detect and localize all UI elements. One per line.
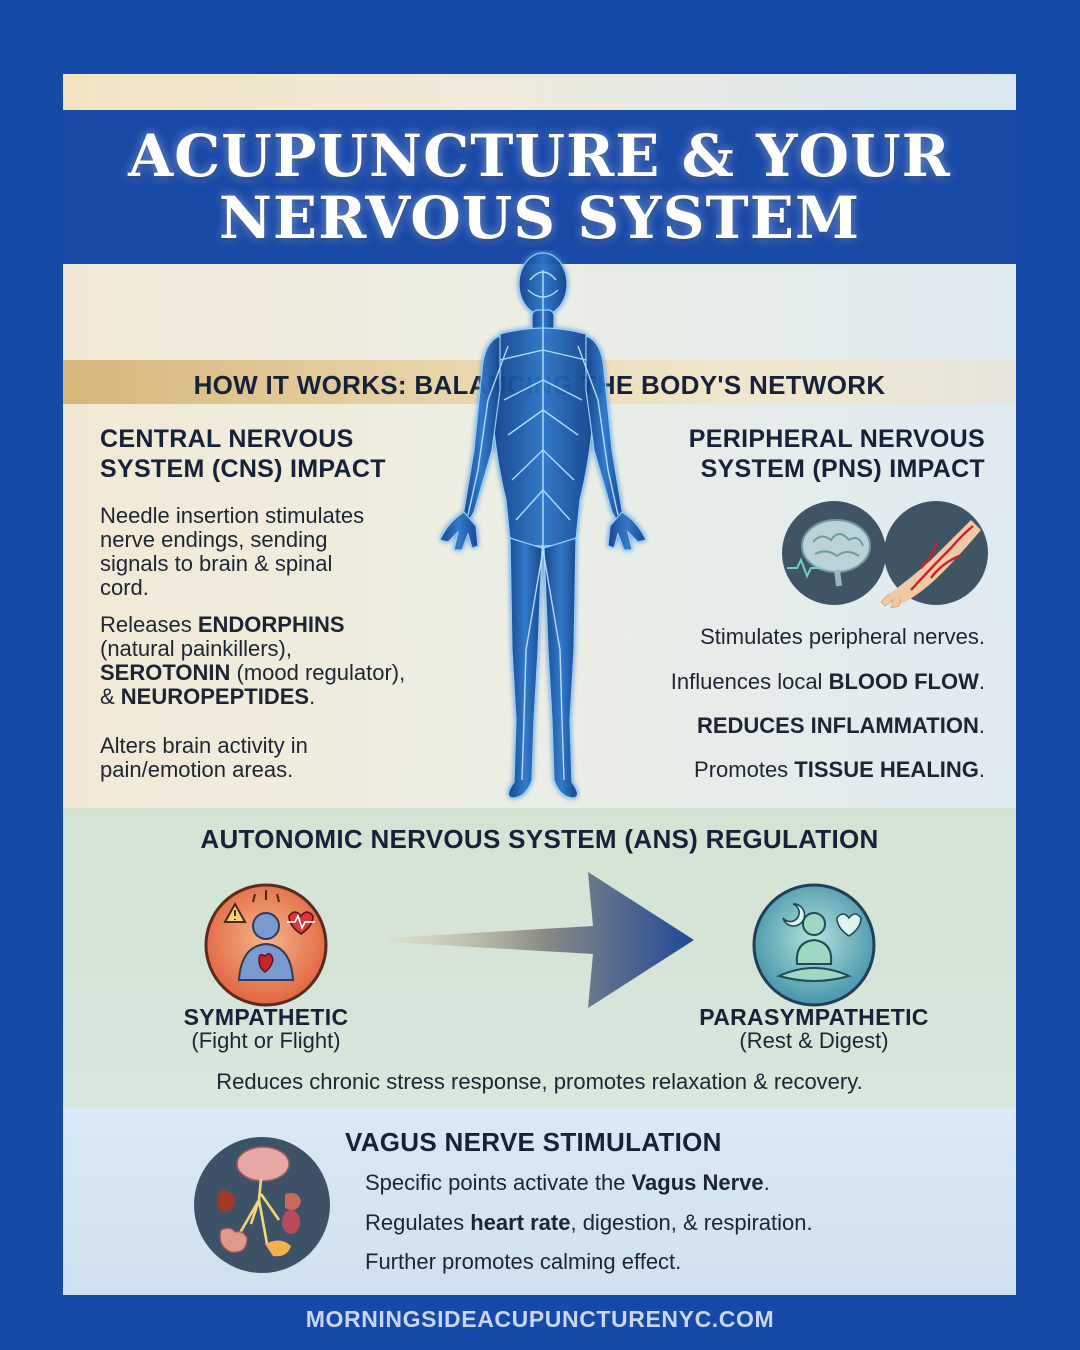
sympathetic-label: SYMPATHETIC (183, 1004, 349, 1030)
vagus-heading: VAGUS NERVE STIMULATION (345, 1127, 722, 1157)
tissue-healing-term: TISSUE HEALING (794, 757, 979, 782)
vagus-item-3: Further promotes calming effect. (365, 1249, 682, 1274)
pns-item-2-text: . (978, 669, 985, 694)
serotonin-term: SEROTONIN (100, 660, 231, 685)
endorphins-term: ENDORPHINS (197, 612, 345, 637)
cns-p2-text: Releases (100, 612, 198, 637)
brain-icon (782, 501, 886, 605)
transition-arrow (388, 872, 694, 1008)
cns-p2-text: & (100, 684, 121, 709)
footer-website-url[interactable]: MORNINGSIDEACUPUNCTURENYC.COM (305, 1306, 775, 1332)
pns-heading-line-2: SYSTEM (PNS) IMPACT (700, 455, 985, 483)
cns-p2-text: . (309, 684, 316, 709)
ans-heading: AUTONOMIC NERVOUS SYSTEM (ANS) REGULATIO… (200, 824, 879, 854)
title-line-1: ACUPUNCTURE & YOUR (128, 122, 951, 190)
cns-p2-text: (natural painkillers), (100, 636, 292, 661)
cns-paragraph-3: Alters brain activity in pain/emotion ar… (100, 734, 308, 782)
pns-item-4-text: Promotes (694, 757, 795, 782)
pns-item-3: REDUCES INFLAMMATION. (697, 714, 985, 738)
pns-item-1: Stimulates peripheral nerves. (700, 624, 985, 649)
cns-paragraph-2: Releases ENDORPHINS (natural painkillers… (100, 613, 405, 709)
vagus-item-1: Specific points activate the Vagus Nerve… (365, 1171, 770, 1195)
cns-p1-line: Needle insertion stimulates (100, 503, 365, 528)
ans-summary: Reduces chronic stress response, promote… (216, 1069, 863, 1094)
heart-rate-term: heart rate (470, 1210, 571, 1235)
pns-item-3-text: . (978, 713, 985, 738)
cns-p1-line: signals to brain & spinal (100, 551, 333, 576)
cns-p2-text: (mood regulator), (230, 660, 406, 685)
sympathetic-icon (204, 883, 328, 1007)
arm-blood-vessels-icon (880, 501, 988, 608)
parasympathetic-subtitle: (Rest & Digest) (739, 1028, 889, 1053)
cns-heading-line-2: SYSTEM (CNS) IMPACT (100, 455, 386, 483)
vagus-organs-icon (194, 1137, 330, 1273)
cns-paragraph-1: Needle insertion stimulates nerve ending… (100, 504, 364, 600)
cns-p3-line: pain/emotion areas. (100, 757, 294, 782)
cns-p3-line: Alters brain activity in (100, 733, 308, 758)
infographic-card: ACUPUNCTURE & YOUR NERVOUS SYSTEM HOW IT… (63, 74, 1016, 1295)
vagus-item-2-text: , digestion, & respiration. (570, 1210, 813, 1235)
neuropeptides-term: NEUROPEPTIDES (120, 684, 310, 709)
pns-item-2: Influences local BLOOD FLOW. (671, 670, 985, 694)
pns-item-2-text: Influences local (670, 669, 829, 694)
cns-heading-line-1: CENTRAL NERVOUS (100, 425, 354, 453)
pns-item-4: Promotes TISSUE HEALING. (694, 758, 985, 782)
cns-p1-line: cord. (100, 575, 149, 600)
vagus-nerve-term: Vagus Nerve (631, 1170, 764, 1195)
human-nervous-system-figure (439, 252, 647, 799)
cns-p1-line: nerve endings, sending (100, 527, 328, 552)
vagus-item-1-text: Specific points activate the (365, 1170, 632, 1195)
reduces-inflammation-term: REDUCES INFLAMMATION (696, 713, 979, 738)
title-line-2: NERVOUS SYSTEM (218, 184, 861, 252)
title-band: ACUPUNCTURE & YOUR NERVOUS SYSTEM (63, 110, 1016, 264)
vagus-item-2: Regulates heart rate, digestion, & respi… (365, 1211, 813, 1235)
parasympathetic-icon (752, 883, 876, 1007)
pns-item-4-text: . (978, 757, 985, 782)
vagus-item-2-text: Regulates (365, 1210, 471, 1235)
blood-flow-term: BLOOD FLOW (828, 669, 979, 694)
parasympathetic-label: PARASYMPATHETIC (699, 1004, 929, 1030)
pns-icon-group (782, 501, 988, 608)
sympathetic-subtitle: (Fight or Flight) (191, 1028, 341, 1053)
top-strip (63, 74, 1016, 110)
vagus-item-1-text: . (763, 1170, 770, 1195)
pns-heading-line-1: PERIPHERAL NERVOUS (688, 425, 985, 453)
